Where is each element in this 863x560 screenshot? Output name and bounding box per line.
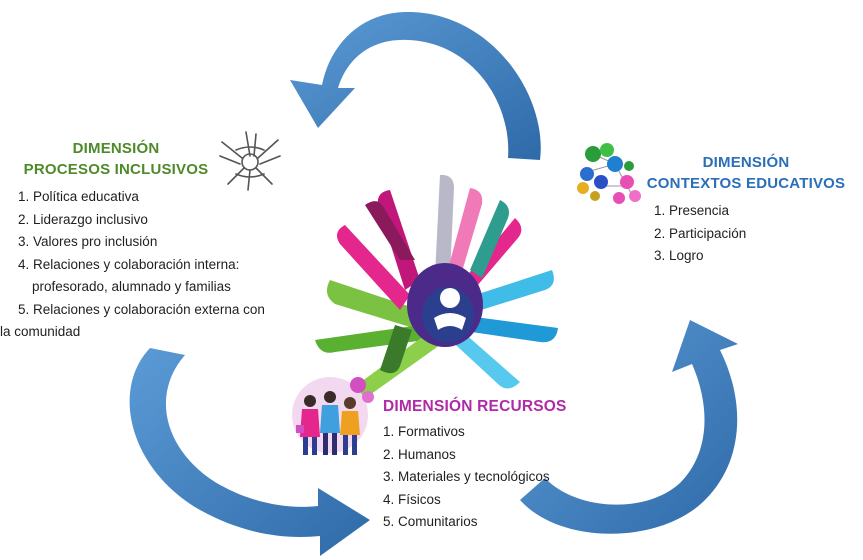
contextos-item: 3. Logro bbox=[654, 248, 704, 263]
procesos-item: 5. Relaciones y colaboración externa con bbox=[18, 301, 265, 317]
procesos-item: 1. Política educativa bbox=[18, 189, 139, 204]
people-group-icon bbox=[292, 377, 374, 455]
dimension-recursos: DIMENSIÓN RECURSOS 1. Formativos 2. Huma… bbox=[383, 396, 633, 534]
cycle-arrow-top bbox=[290, 11, 541, 160]
cycle-arrow-right bbox=[520, 320, 738, 534]
dimension-contextos: DIMENSIÓN CONTEXTOS EDUCATIVOS 1. Presen… bbox=[630, 152, 862, 268]
contextos-title-line1: DIMENSIÓN bbox=[702, 154, 790, 171]
procesos-item: 3. Valores pro inclusión bbox=[18, 234, 158, 249]
recursos-item: 3. Materiales y tecnológicos bbox=[383, 469, 550, 484]
recursos-item: 4. Físicos bbox=[383, 491, 441, 507]
cycle-arrow-left bbox=[129, 348, 370, 556]
procesos-title-line2: PROCESOS INCLUSIVOS bbox=[23, 161, 209, 178]
contextos-title-line2: CONTEXTOS EDUCATIVOS bbox=[646, 175, 846, 192]
procesos-item-continuation: profesorado, alumnado y familias bbox=[32, 279, 231, 294]
recursos-title: DIMENSIÓN RECURSOS bbox=[383, 398, 567, 415]
molecule-icon bbox=[577, 143, 641, 204]
colorful-hands-logo bbox=[315, 174, 558, 397]
recursos-item: 2. Humanos bbox=[383, 446, 456, 462]
recursos-item: 1. Formativos bbox=[383, 424, 465, 439]
procesos-title-line1: DIMENSIÓN bbox=[72, 140, 160, 157]
contextos-item: 2. Participación bbox=[654, 225, 747, 241]
procesos-list: 1. Política educativa 2. Liderazgo inclu… bbox=[0, 186, 335, 344]
contextos-title: DIMENSIÓN CONTEXTOS EDUCATIVOS bbox=[630, 152, 862, 194]
recursos-list: 1. Formativos 2. Humanos 3. Materiales y… bbox=[383, 421, 633, 534]
joined-hands-icon bbox=[219, 131, 281, 191]
contextos-list: 1. Presencia 2. Participación 3. Logro bbox=[654, 200, 862, 268]
procesos-item-continuation: la comunidad bbox=[0, 324, 81, 339]
procesos-title: DIMENSIÓN PROCESOS INCLUSIVOS bbox=[0, 138, 232, 180]
dimension-procesos: DIMENSIÓN PROCESOS INCLUSIVOS 1. Polític… bbox=[0, 138, 335, 344]
procesos-item: 2. Liderazgo inclusivo bbox=[18, 211, 148, 227]
procesos-item: 4. Relaciones y colaboración interna: bbox=[18, 256, 240, 272]
recursos-item: 5. Comunitarios bbox=[383, 514, 478, 529]
contextos-item: 1. Presencia bbox=[654, 203, 730, 218]
